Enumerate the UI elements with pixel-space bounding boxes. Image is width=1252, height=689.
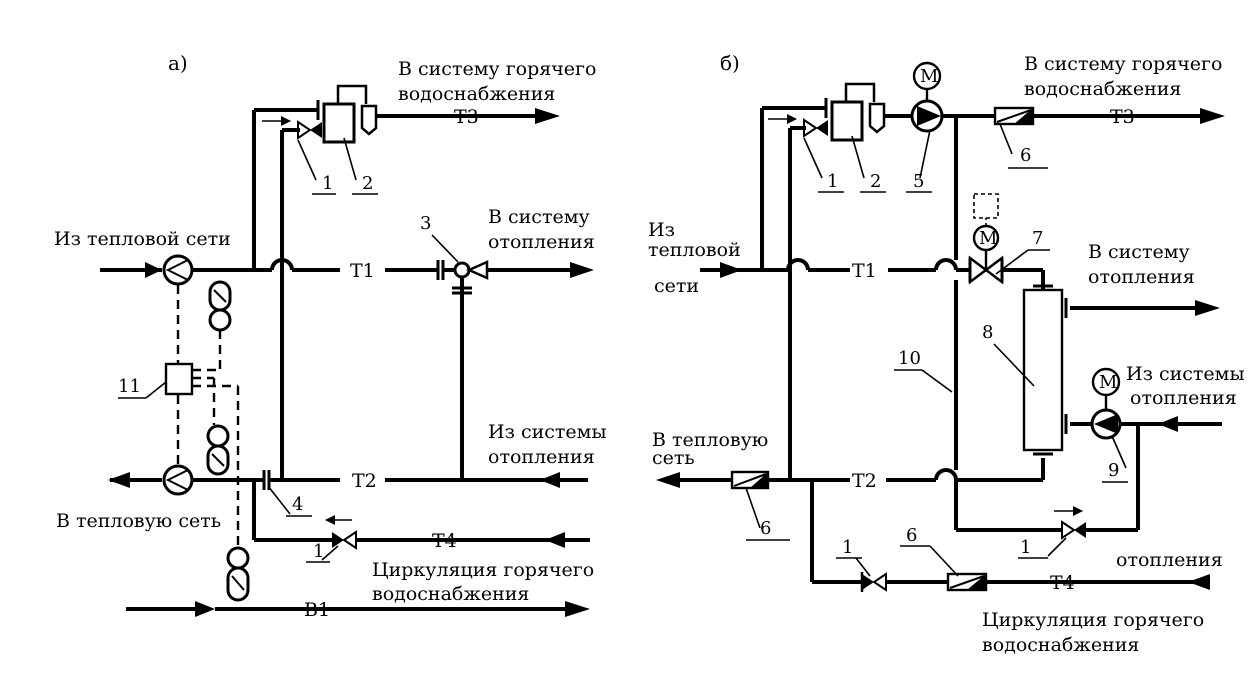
a-dhw-supply-1: В систему горячего — [398, 58, 596, 80]
b-heat-exchanger-8-icon — [1022, 288, 1064, 452]
b-callout-5: 5 — [913, 171, 924, 192]
a-to-network: В тепловую сеть — [56, 510, 221, 532]
b-pipe-t2-label: Т2 — [852, 470, 877, 492]
b-from-heating-2: отопления — [1130, 387, 1237, 409]
a-sensor-2-icon — [206, 424, 230, 476]
a-pipe-t3-label: Т3 — [454, 106, 479, 128]
b-motor-9-label: М — [1099, 372, 1117, 393]
a-b1-arrow — [565, 601, 590, 617]
a-pipe-b1-label: В1 — [304, 599, 330, 621]
a-callout-1-top: 1 — [322, 173, 333, 194]
diagram-a: а) Т1 В систему отопления 3 — [54, 51, 607, 621]
b-heating-return-label: отопления — [1116, 549, 1223, 571]
b-callout-10: 10 — [898, 348, 921, 369]
b-from-network-2: тепловой — [648, 239, 741, 261]
b-callout-6-bottom: 6 — [906, 525, 917, 546]
a-heating-supply-arrow — [570, 262, 594, 278]
b-thermostat-regulator-icon — [830, 100, 864, 142]
b-pipe-t1-label: Т1 — [852, 260, 877, 282]
b-heating-supply-arrow — [1195, 300, 1220, 316]
b-callout-7: 7 — [1032, 228, 1043, 249]
b-dhw-circ-2: водоснабжения — [982, 634, 1139, 656]
b-motor-9-icon — [1091, 367, 1121, 397]
a-callout-3: 3 — [420, 213, 431, 234]
a-callout-11: 11 — [118, 376, 141, 397]
b-motor-5-icon — [912, 61, 942, 91]
b-to-network-1: В тепловую — [652, 429, 768, 451]
a-sensor-1-icon — [208, 280, 232, 332]
b-pipe-t3-label: Т3 — [1110, 106, 1135, 128]
b-dhw-supply-1: В систему горячего — [1024, 53, 1222, 75]
a-pipe-t4-label: Т4 — [432, 530, 457, 552]
a-from-heating-2: отопления — [488, 446, 595, 468]
b-from-network-1: Из — [648, 219, 675, 241]
b-from-network-3: сети — [654, 275, 699, 297]
a-dhw-supply-2: водоснабжения — [398, 83, 555, 105]
b-callout-1-top: 1 — [827, 171, 838, 192]
b-dhw-circ-1: Циркуляция горячего — [982, 609, 1204, 631]
a-sensor-3-icon — [226, 546, 250, 602]
b-callout-6-top: 6 — [1020, 145, 1031, 166]
a-dhw-circ-1: Циркуляция горячего — [372, 559, 594, 581]
a-from-network: Из тепловой сети — [54, 228, 231, 250]
a-callout-1-bottom: 1 — [313, 541, 324, 562]
b-callout-2: 2 — [870, 171, 881, 192]
b-to-network-2: сеть — [652, 447, 695, 469]
a-heat-calculator-icon — [164, 362, 194, 396]
diagram-b: б) Из тепловой сети Т1 М 7 — [648, 51, 1245, 656]
b-callout-8: 8 — [982, 322, 993, 343]
a-thermostat-regulator-icon — [322, 102, 356, 144]
b-pipe-t4-label: Т4 — [1050, 572, 1075, 594]
b-actuator-dashed-icon — [973, 193, 999, 219]
b-callout-9: 9 — [1108, 460, 1119, 481]
b-callout-6-left: 6 — [760, 518, 771, 539]
b-from-heating-1: Из системы — [1126, 363, 1245, 385]
a-dhw-arrow — [535, 108, 560, 124]
a-network-return-arrow — [108, 472, 130, 488]
b-check-valve-6-bottom-icon — [946, 572, 988, 592]
b-motor-7-label: М — [979, 228, 997, 249]
a-pipe-t2-label: Т2 — [352, 470, 377, 492]
b-to-heating-2: отопления — [1088, 266, 1195, 288]
a-to-heating-1: В систему — [488, 206, 590, 228]
b-dhw-supply-2: водоснабжения — [1024, 78, 1181, 100]
b-inlet-arrow — [720, 262, 742, 278]
a-callout-4: 4 — [292, 494, 303, 515]
a-to-heating-2: отопления — [488, 231, 595, 253]
b-motor-5-label: М — [920, 66, 938, 87]
a-callout-2: 2 — [362, 173, 373, 194]
a-pipe-t1-label: Т1 — [350, 260, 375, 282]
diagram-a-label: а) — [168, 51, 188, 75]
a-dhw-circ-2: водоснабжения — [372, 583, 529, 605]
b-callout-1-right: 1 — [1020, 537, 1031, 558]
b-valve-7-icon — [968, 255, 989, 285]
a-from-heating-1: Из системы — [488, 421, 607, 443]
a-flow-arrow — [145, 262, 162, 278]
b-dhw-arrow — [1200, 108, 1225, 124]
diagram-b-label: б) — [720, 51, 740, 75]
b-to-heating-1: В систему — [1088, 241, 1190, 263]
b-check-valve-6-top-icon — [993, 106, 1035, 126]
b-network-return-arrow — [656, 472, 680, 488]
b-callout-1-bottom: 1 — [842, 537, 853, 558]
b-check-valve-6-left-icon — [730, 470, 770, 490]
